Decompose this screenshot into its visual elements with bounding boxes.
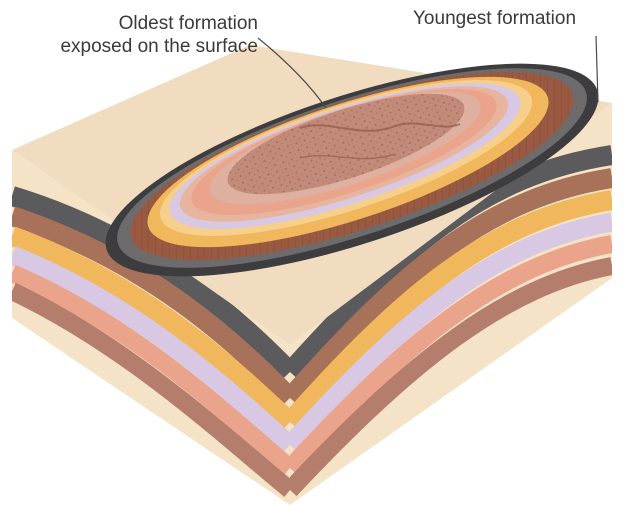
oldest-formation-label-line2: exposed on the surface [6, 35, 258, 58]
youngest-formation-label: Youngest formation [413, 7, 576, 30]
oldest-formation-label-line1: Oldest formation [6, 12, 258, 35]
oldest-formation-label: Oldest formation exposed on the surface [6, 12, 258, 58]
